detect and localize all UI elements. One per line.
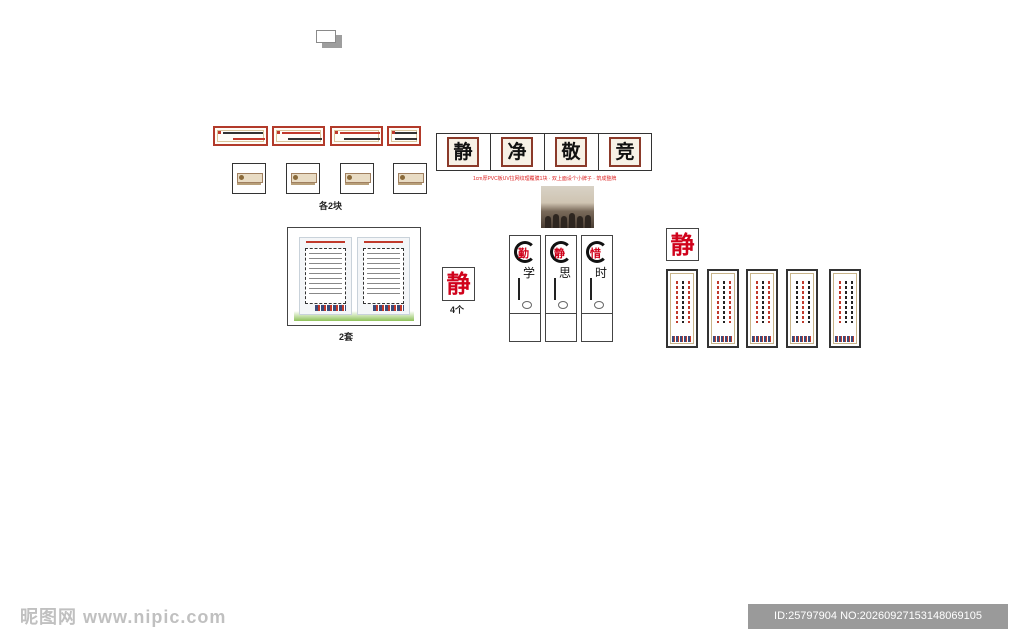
character-strip: 静 净 敬 竞: [436, 133, 652, 171]
caption-four-pieces: 4个: [450, 305, 465, 315]
pillar-top-char: 静: [554, 247, 565, 260]
calligraphy-scroll: [707, 269, 739, 348]
sign-thumbnail: [232, 163, 266, 194]
pillar-bottom-char: 学: [523, 266, 536, 280]
bulletin-poster: [299, 237, 352, 315]
calligraphy-scroll: [746, 269, 778, 348]
vertical-pillar-sign: 勤 学: [509, 235, 541, 342]
bulletin-poster: [357, 237, 410, 315]
production-note: 1cm厚PVC板UV拉网纹理覆膜1块 · 双上面设个小牌子 · 筑成整牌: [473, 176, 617, 182]
red-character-sign: 静: [666, 228, 699, 261]
calligraphy-scroll: [829, 269, 861, 348]
pillar-top-char: 勤: [518, 247, 529, 260]
character-plaque: 静: [447, 137, 479, 167]
sign-thumbnail: [340, 163, 374, 194]
sign-thumbnail: [393, 163, 427, 194]
slogan-banner: [387, 126, 421, 146]
pillar-bottom-char: 思: [559, 266, 572, 280]
character-plaque: 净: [501, 137, 533, 167]
pillar-top-char: 惜: [590, 247, 601, 260]
caption-each-two: 各2块: [319, 201, 343, 211]
image-id-watermark: ID:25797904 NO:20260927153148069105: [748, 604, 1008, 629]
vertical-pillar-sign: 惜 时: [581, 235, 613, 342]
character-plaque: 敬: [555, 137, 587, 167]
caption-two-sets: 2套: [339, 332, 354, 342]
calligraphy-scroll: [666, 269, 698, 348]
vertical-pillar-sign: 静 思: [545, 235, 577, 342]
slogan-banner: [272, 126, 325, 146]
window-icon: [316, 30, 342, 48]
site-watermark: 昵图网 www.nipic.com: [20, 607, 227, 627]
sign-thumbnail: [286, 163, 320, 194]
pillar-bottom-char: 时: [595, 266, 608, 280]
calligraphy-scroll: [786, 269, 818, 348]
poster-set: [287, 227, 421, 326]
character-plaque: 竞: [609, 137, 641, 167]
slogan-banner: [330, 126, 383, 146]
classroom-photo: [541, 186, 594, 228]
slogan-banner: [213, 126, 268, 146]
red-character-sign: 静: [442, 267, 475, 301]
